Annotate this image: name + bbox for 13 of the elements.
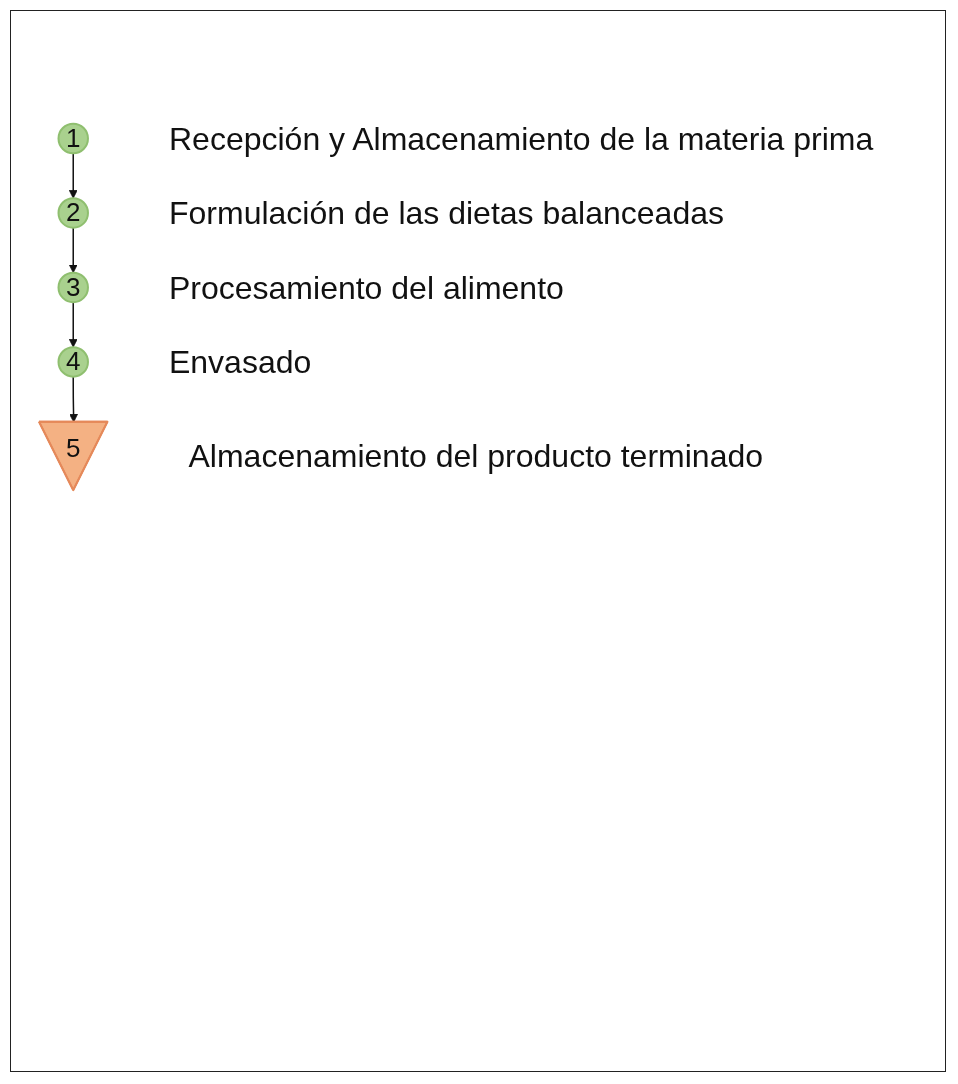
node-circle: 1	[57, 122, 89, 155]
step-label: Almacenamiento del producto terminado	[188, 438, 763, 476]
node-circle: 2	[57, 197, 89, 229]
step-label: Envasado	[168, 344, 312, 382]
arrow	[68, 301, 78, 348]
node-circle: 4	[57, 346, 89, 378]
node-circle: 3	[57, 271, 89, 304]
step-label: Formulación de las dietas balanceadas	[168, 195, 724, 233]
step-label: Recepción y Almacenamiento de la materia prima	[168, 121, 874, 158]
arrow	[69, 375, 78, 423]
arrow	[68, 152, 78, 199]
step-label: Procesamiento del alimento	[168, 269, 564, 307]
arrow	[68, 226, 78, 274]
